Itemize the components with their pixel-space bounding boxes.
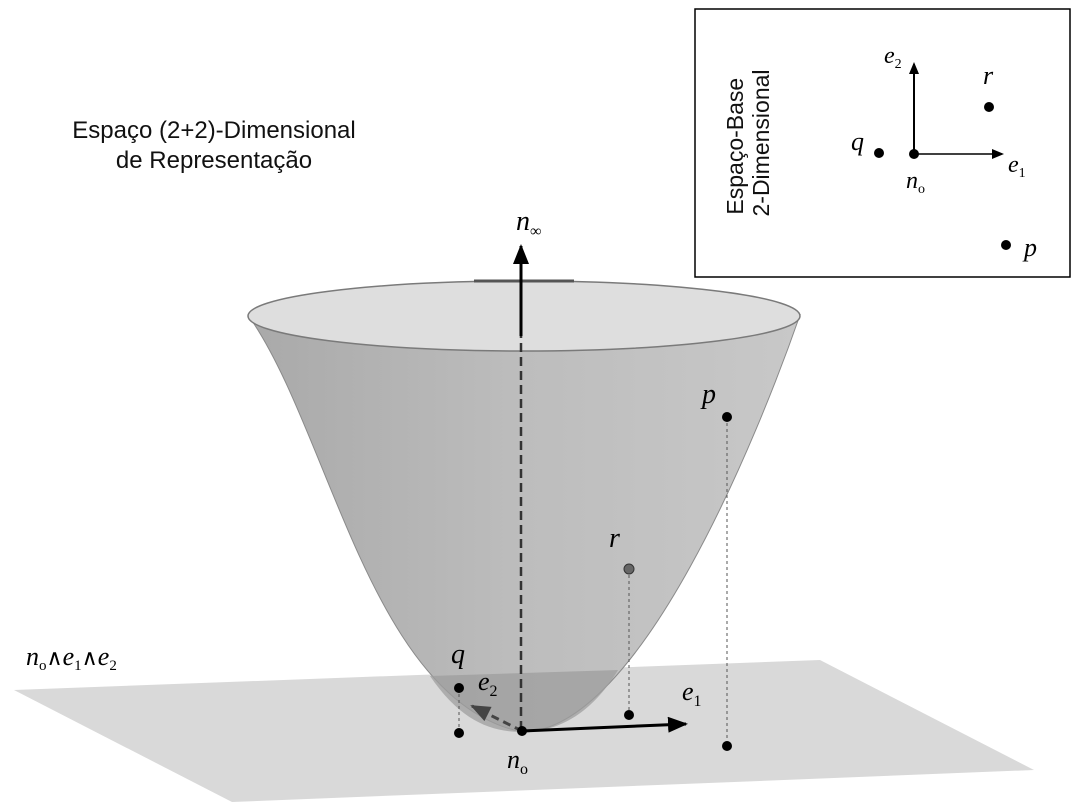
title-line-1: Espaço (2+2)-Dimensional bbox=[72, 117, 356, 144]
label-plane-wedge: no∧e1∧e2 bbox=[26, 642, 117, 674]
point-r-base bbox=[624, 710, 634, 720]
label-e1-main: e1 bbox=[682, 677, 702, 710]
inset-label-r: r bbox=[983, 61, 994, 90]
diagram-title: Espaço (2+2)-Dimensional de Representaçã… bbox=[34, 116, 394, 176]
label-no-main: no bbox=[507, 745, 528, 778]
inset-title: Espaço-Base 2-Dimensional bbox=[722, 69, 774, 216]
point-p-base bbox=[722, 741, 732, 751]
inset-label-e2: e2 bbox=[884, 43, 902, 72]
title-line-2: de Representação bbox=[115, 147, 313, 174]
inset-point-no bbox=[909, 149, 919, 159]
label-e2-main: e2 bbox=[478, 667, 498, 700]
inset-box bbox=[694, 8, 1071, 278]
point-q-base bbox=[454, 728, 464, 738]
point-p-lifted bbox=[722, 412, 732, 422]
label-r-main: r bbox=[609, 523, 620, 554]
label-p-main: p bbox=[700, 379, 716, 410]
point-r-lifted bbox=[623, 563, 635, 575]
e2-axis-arrow bbox=[470, 704, 523, 733]
inset-point-p bbox=[1001, 240, 1011, 250]
point-no-origin bbox=[517, 726, 527, 736]
label-q-main: q bbox=[451, 639, 465, 670]
inset-label-q: q bbox=[851, 127, 864, 156]
inset-label-p: p bbox=[1022, 233, 1037, 262]
point-q-lifted bbox=[454, 683, 464, 693]
inset-point-q bbox=[874, 148, 884, 158]
inset-point-r bbox=[984, 102, 994, 112]
paraboloid-rim bbox=[247, 280, 801, 352]
label-n-infinity: n∞ bbox=[516, 206, 541, 240]
inset-label-no: no bbox=[906, 168, 925, 197]
e1-axis-arrow bbox=[521, 716, 688, 733]
inset-label-e1: e1 bbox=[1008, 152, 1026, 181]
